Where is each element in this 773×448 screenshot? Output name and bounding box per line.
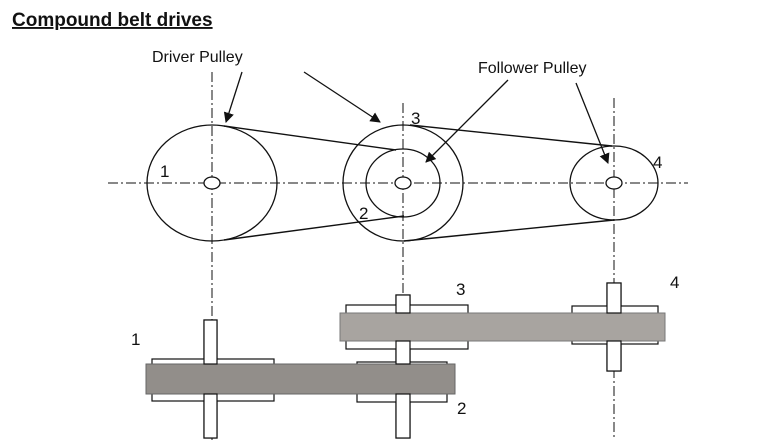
belt-3-4-lower — [403, 219, 615, 242]
follower-arrow-right — [575, 82, 610, 164]
side-shaft-1-top — [203, 319, 218, 365]
driver-pulley-label: Driver Pulley — [152, 49, 243, 66]
belt-1-2-upper — [223, 125, 397, 151]
side-shaft-1-bottom — [203, 393, 218, 439]
diagram-title: Compound belt drives — [12, 10, 213, 31]
top-label-4: 4 — [653, 153, 662, 172]
side-belt-3-4 — [339, 312, 666, 342]
top-pulley-2-hub — [394, 176, 412, 190]
side-belt-1-2 — [145, 363, 456, 395]
belt-3-4-upper — [409, 124, 613, 147]
follower-pulley-label: Follower Pulley — [478, 60, 586, 77]
side-shaft-2-mid — [395, 340, 411, 365]
top-label-2: 2 — [359, 204, 368, 223]
driver-arrow — [223, 71, 243, 123]
top-label-3: 3 — [411, 109, 420, 128]
follower-arrow-left — [425, 79, 509, 163]
side-shaft-2-top — [395, 294, 411, 314]
top-pulley-2 — [365, 148, 441, 218]
top-pulley-1-hub — [203, 176, 221, 190]
top-pulley-4-hub — [605, 176, 623, 190]
top-label-1: 1 — [160, 162, 169, 181]
side-label-4: 4 — [670, 273, 679, 292]
top-pulley-3 — [342, 124, 464, 242]
top-pulley-1 — [146, 124, 278, 242]
side-shaft-2-bottom — [395, 393, 411, 439]
side-label-1: 1 — [131, 330, 140, 349]
middle-arrow — [303, 71, 381, 123]
side-shaft-3-top — [606, 282, 622, 314]
belt-1-2-lower — [223, 215, 405, 241]
side-label-3: 3 — [456, 280, 465, 299]
side-shaft-3-bottom — [606, 340, 622, 372]
side-label-2: 2 — [457, 399, 466, 418]
